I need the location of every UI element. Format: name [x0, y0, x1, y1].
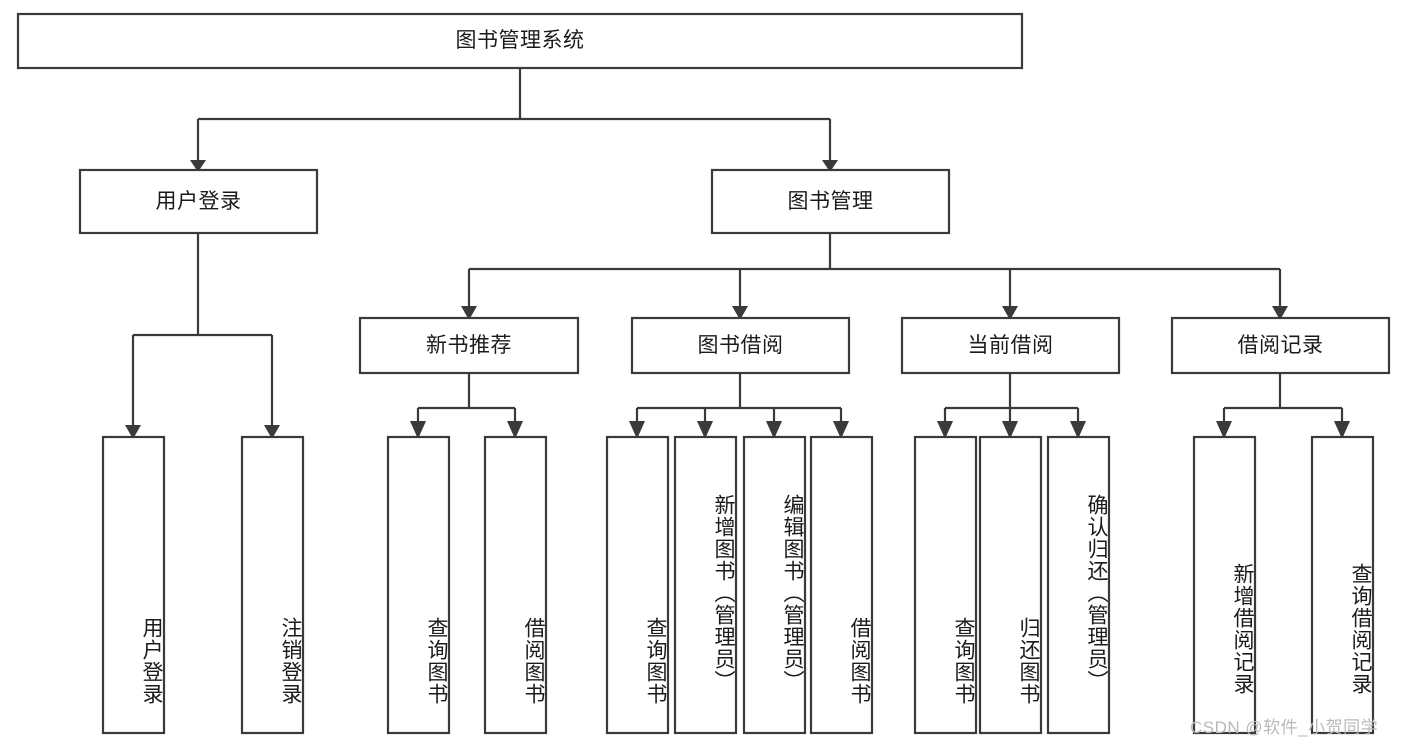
node-box-leaf-edit-book[interactable] [742, 435, 807, 735]
arrow-head-leaf-return-book [1002, 421, 1018, 439]
arrow-head-leaf-query-book-1 [410, 421, 426, 439]
arrow-head-book-manage [822, 160, 838, 172]
edge-user-login-bus [131, 233, 274, 429]
node-box-root[interactable] [16, 12, 1024, 70]
node-box-book-manage[interactable] [710, 168, 951, 235]
node-box-current-borrow[interactable] [900, 316, 1121, 375]
node-box-new-book-rec[interactable] [358, 316, 580, 375]
arrow-head-leaf-query-book-3 [937, 421, 953, 439]
edge-borrow-record-bus [1222, 373, 1344, 429]
node-box-leaf-query-book-1[interactable] [386, 435, 451, 735]
node-box-leaf-query-book-3[interactable] [913, 435, 978, 735]
arrow-head-leaf-edit-book [766, 421, 782, 439]
arrow-head-leaf-confirm-return [1070, 421, 1086, 439]
arrow-head-leaf-add-book [697, 421, 713, 439]
node-box-leaf-logout[interactable] [240, 435, 305, 735]
edge-new-book-rec-bus [416, 373, 517, 429]
arrow-head-book-borrow [732, 306, 748, 320]
node-box-leaf-return-book[interactable] [978, 435, 1043, 735]
arrow-head-borrow-record [1272, 306, 1288, 320]
node-box-layer [16, 12, 1391, 735]
node-box-user-login[interactable] [78, 168, 319, 235]
node-box-leaf-query-record[interactable] [1310, 435, 1375, 735]
node-box-leaf-confirm-return[interactable] [1046, 435, 1111, 735]
arrow-head-leaf-user-login [125, 425, 141, 439]
arrow-head-leaf-borrow-book-1 [507, 421, 523, 439]
edge-book-borrow-bus [635, 373, 843, 429]
arrow-head-new-book-rec [461, 306, 477, 320]
node-box-leaf-borrow-book-1[interactable] [483, 435, 548, 735]
arrow-head-leaf-add-record [1216, 421, 1232, 439]
node-box-leaf-add-record[interactable] [1192, 435, 1257, 735]
edge-current-borrow-bus [943, 373, 1080, 429]
node-box-book-borrow[interactable] [630, 316, 851, 375]
node-box-leaf-user-login[interactable] [101, 435, 166, 735]
node-box-borrow-record[interactable] [1170, 316, 1391, 375]
node-box-leaf-borrow-book-2[interactable] [809, 435, 874, 735]
arrow-head-leaf-borrow-book-2 [833, 421, 849, 439]
arrow-head-current-borrow [1002, 306, 1018, 320]
connector-layer [125, 68, 1350, 439]
node-box-leaf-add-book[interactable] [673, 435, 738, 735]
arrow-head-leaf-query-record [1334, 421, 1350, 439]
node-box-leaf-query-book-2[interactable] [605, 435, 670, 735]
edge-book-manage-bus [467, 233, 1282, 310]
arrow-head-leaf-logout [264, 425, 280, 439]
edge-root-bus [196, 68, 832, 162]
arrow-head-leaf-query-book-2 [629, 421, 645, 439]
arrow-head-user-login [190, 160, 206, 172]
